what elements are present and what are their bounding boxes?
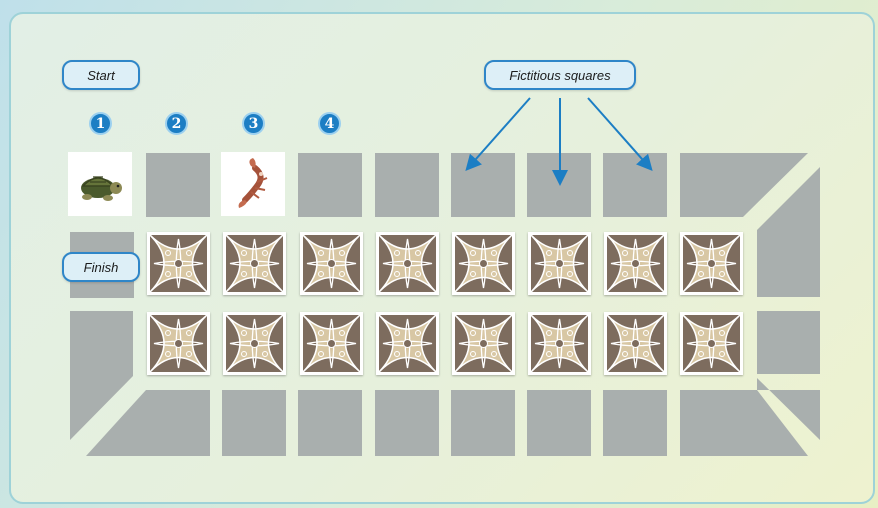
finish-label: Finish <box>62 252 140 282</box>
face-down-card[interactable] <box>376 232 439 295</box>
track-square[interactable] <box>375 390 439 456</box>
card-back-pattern-icon <box>455 315 512 372</box>
face-down-card[interactable] <box>300 312 363 375</box>
track-square[interactable] <box>757 311 820 374</box>
track-square[interactable] <box>222 390 286 456</box>
turtle-icon <box>68 152 132 216</box>
card-back-pattern-icon <box>150 315 207 372</box>
face-down-card[interactable] <box>300 232 363 295</box>
fictitious-square[interactable] <box>451 153 515 217</box>
player-number-3: 3 <box>242 112 265 135</box>
face-down-card[interactable] <box>680 232 743 295</box>
card-back-pattern-icon <box>607 235 664 292</box>
face-down-card[interactable] <box>452 312 515 375</box>
face-down-card[interactable] <box>223 312 286 375</box>
face-down-card[interactable] <box>376 312 439 375</box>
face-down-card[interactable] <box>604 312 667 375</box>
card-back-pattern-icon <box>531 235 588 292</box>
face-down-card[interactable] <box>147 232 210 295</box>
card-back-pattern-icon <box>531 315 588 372</box>
track-square[interactable] <box>298 153 362 217</box>
face-down-card[interactable] <box>680 312 743 375</box>
player-number-1: 1 <box>89 112 112 135</box>
card-back-pattern-icon <box>226 235 283 292</box>
card-back-pattern-icon <box>379 315 436 372</box>
track-square[interactable] <box>298 390 362 456</box>
card-back-pattern-icon <box>150 235 207 292</box>
track-square[interactable] <box>375 153 439 217</box>
fictitious-squares-label: Fictitious squares <box>484 60 636 90</box>
face-down-card[interactable] <box>223 232 286 295</box>
player-number-4: 4 <box>318 112 341 135</box>
face-down-card[interactable] <box>528 312 591 375</box>
face-down-card[interactable] <box>528 232 591 295</box>
start-label: Start <box>62 60 140 90</box>
card-back-pattern-icon <box>455 235 512 292</box>
track-square[interactable] <box>527 390 591 456</box>
lobster-icon <box>221 152 285 216</box>
card-back-pattern-icon <box>683 235 740 292</box>
card-back-pattern-icon <box>303 235 360 292</box>
track-square[interactable] <box>146 153 210 217</box>
track-square[interactable] <box>451 390 515 456</box>
face-down-card[interactable] <box>147 312 210 375</box>
fictitious-square[interactable] <box>603 153 667 217</box>
card-back-pattern-icon <box>683 315 740 372</box>
card-back-pattern-icon <box>607 315 664 372</box>
track-square[interactable] <box>603 390 667 456</box>
card-back-pattern-icon <box>303 315 360 372</box>
face-down-card[interactable] <box>452 232 515 295</box>
player-number-2: 2 <box>165 112 188 135</box>
card-back-pattern-icon <box>226 315 283 372</box>
start-square-player-3[interactable] <box>221 152 285 216</box>
face-down-card[interactable] <box>604 232 667 295</box>
card-back-pattern-icon <box>379 235 436 292</box>
start-square-player-1[interactable] <box>68 152 132 216</box>
